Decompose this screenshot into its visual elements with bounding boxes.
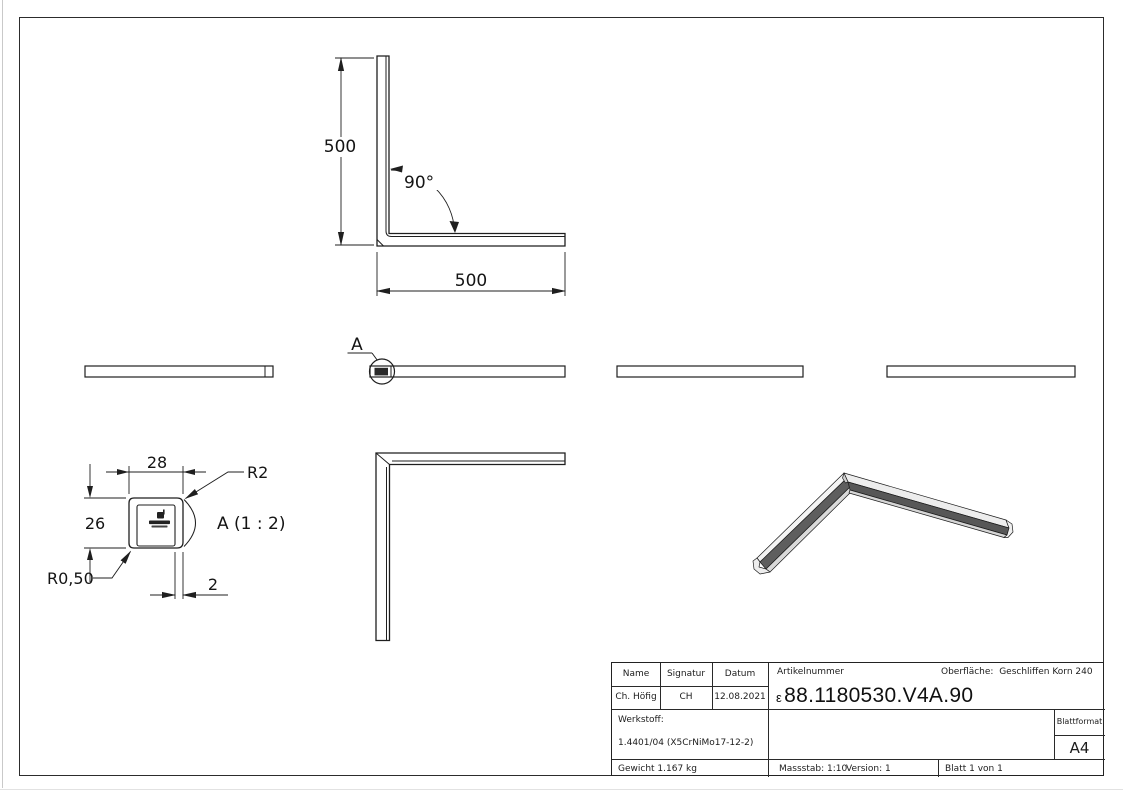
detail-dim-width xyxy=(106,466,206,494)
iso-right-top-face xyxy=(843,472,1010,529)
tb-value-signatur: CH xyxy=(679,692,693,702)
detail-dim-width-label: 28 xyxy=(147,453,167,472)
tb-header-datum: Datum xyxy=(724,669,756,679)
detail-dim-thickness xyxy=(150,552,228,599)
tb-oberflaeche-value: Geschliffen Korn 240 xyxy=(999,667,1093,677)
front-view-miter-line xyxy=(376,239,384,247)
tb-line xyxy=(612,709,1105,710)
detail-inner-contour xyxy=(136,504,176,547)
tb-line xyxy=(768,663,769,777)
tb-line xyxy=(938,759,939,777)
tb-werkstoff-label: Werkstoff: xyxy=(618,715,664,725)
epsilon-logo-glyph: ε xyxy=(776,690,783,705)
iso-right-inner-face xyxy=(847,481,1010,536)
tb-oberflaeche-label: Oberfläche: xyxy=(941,667,994,677)
tb-line xyxy=(612,686,768,687)
tb-artikelnummer-value: 88.1180530.V4A.90 xyxy=(784,684,974,707)
front-view-outline xyxy=(376,55,566,247)
detail-radius-bottom-label: R0,50 xyxy=(47,569,94,588)
edge-view-1 xyxy=(84,365,274,378)
front-view-inner-radius xyxy=(385,230,392,237)
tb-header-name: Name xyxy=(622,669,650,679)
tb-artikelnummer-label: Artikelnummer xyxy=(777,667,844,677)
tb-blatt: Blatt 1 von 1 xyxy=(945,764,1003,774)
front-dim-width-label: 500 xyxy=(455,271,487,291)
iso-apex xyxy=(842,472,849,484)
tb-werkstoff-value: 1.4401/04 (X5CrNiMo17-12-2) xyxy=(618,738,754,748)
tb-gewicht: Gewicht 1.167 kg xyxy=(618,764,697,774)
front-dim-height xyxy=(335,57,374,246)
tb-massstab: Massstab: 1:10 xyxy=(779,764,848,774)
edge-view-4 xyxy=(886,365,1076,378)
page-edge xyxy=(2,0,3,788)
tb-oberflaeche: Oberfläche: Geschliffen Korn 240 xyxy=(941,667,1093,677)
page-edge-bottom xyxy=(0,789,1123,790)
drawing-frame xyxy=(19,17,1104,776)
detail-dim-thickness-label: 2 xyxy=(208,575,218,594)
tb-version: Version: 1 xyxy=(846,764,891,774)
iso-left-lip xyxy=(765,485,854,573)
tb-blattformat-label: Blattformat xyxy=(1056,717,1103,726)
iso-view xyxy=(752,472,1014,575)
brand-stamp-logo xyxy=(374,367,388,376)
detail-callout xyxy=(347,352,396,385)
detail-callout-label: A xyxy=(351,335,363,355)
corner-view xyxy=(375,452,566,642)
brand-stamp-logo xyxy=(149,509,170,528)
corner-view-outline xyxy=(375,452,566,642)
detail-break-line xyxy=(183,499,196,547)
tb-line xyxy=(1054,709,1055,759)
detail-radius-top-label: R2 xyxy=(247,463,268,482)
detail-radius-bottom-leader xyxy=(93,550,132,579)
detail-radius-top-leader xyxy=(184,471,244,500)
title-block: Name Signatur Datum Ch. Höfig CH 12.08.2… xyxy=(611,662,1105,777)
detail-view-label: A (1 : 2) xyxy=(217,514,285,534)
tb-line xyxy=(1054,735,1105,736)
iso-right-end-cap xyxy=(1003,519,1014,538)
corner-view-miter xyxy=(375,452,390,465)
tb-blattformat-value: A4 xyxy=(1069,739,1090,757)
front-dim-width xyxy=(376,252,566,296)
front-dim-height-label: 500 xyxy=(324,137,356,157)
front-dim-angle-label: 90° xyxy=(404,173,434,193)
detail-dim-height-label: 26 xyxy=(85,514,105,533)
edge-view-2 xyxy=(369,365,566,378)
front-dim-angle xyxy=(390,165,459,233)
edge-views xyxy=(84,365,1076,378)
detail-dim-height xyxy=(84,464,126,582)
tb-value-datum: 12.08.2021 xyxy=(714,692,766,702)
tb-line xyxy=(612,759,1105,760)
tb-header-signatur: Signatur xyxy=(666,669,706,679)
iso-left-inner-face xyxy=(759,477,852,570)
detail-view: 28 R2 26 R0,50 xyxy=(47,453,268,599)
front-view: 500 90° 500 xyxy=(324,55,566,296)
iso-left-top-face xyxy=(756,472,848,563)
edge-view-3 xyxy=(616,365,804,378)
tb-artikelnummer: ε88.1180530.V4A.90 xyxy=(776,684,973,708)
tb-value-name: Ch. Höfig xyxy=(615,692,657,702)
iso-left-end-cap xyxy=(752,557,771,575)
